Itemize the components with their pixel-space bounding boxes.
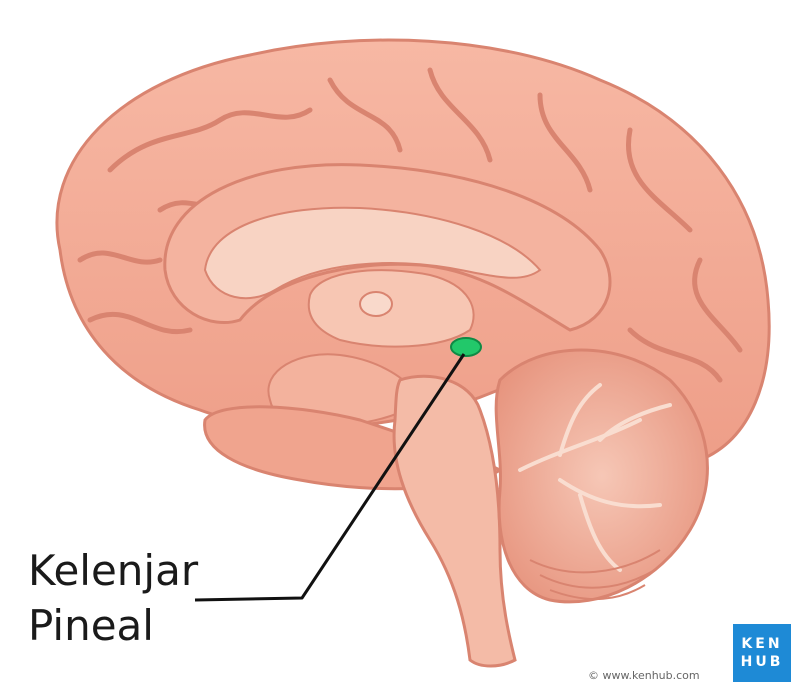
cerebellum-folia	[529, 549, 661, 600]
cerebellum	[494, 348, 709, 604]
pineal-gland	[450, 337, 482, 357]
logo-line2: HUB	[740, 654, 784, 670]
copyright-text: © www.kenhub.com	[588, 669, 700, 682]
interthalamic-adhesion	[359, 291, 393, 317]
corpus-callosum	[203, 206, 542, 300]
logo-line1: KEN	[741, 636, 783, 652]
structure-label-line1: Kelenjar	[28, 546, 199, 595]
structure-label-line2: Pineal	[28, 601, 154, 650]
kenhub-logo: KEN HUB	[733, 624, 791, 682]
arbor-vitae	[518, 383, 672, 572]
leader-line	[194, 353, 466, 602]
